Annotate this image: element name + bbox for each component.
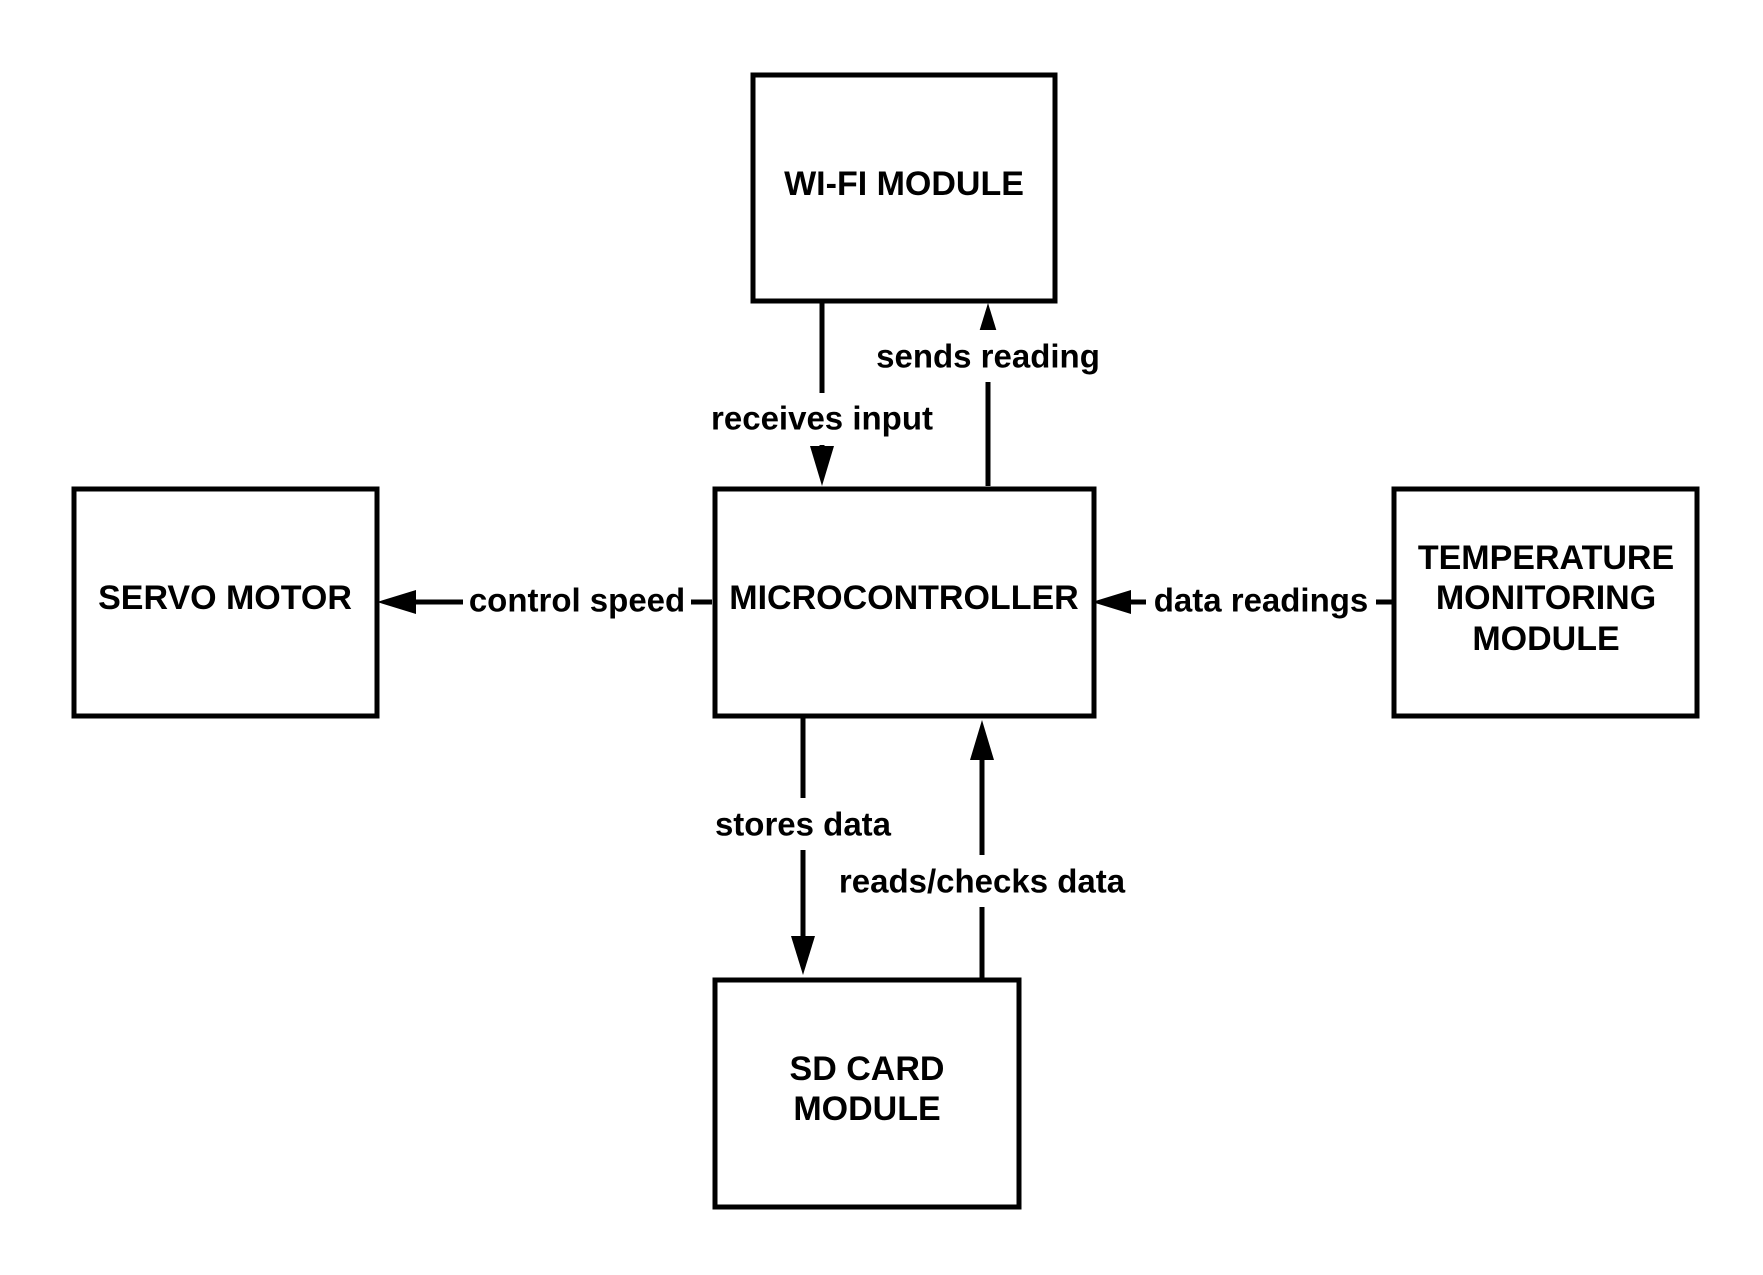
node-sd-card-module: SD CARD MODULE	[712, 977, 1022, 1210]
node-microcontroller: MICROCONTROLLER	[712, 486, 1097, 719]
node-label-line-3: MODULE	[1472, 620, 1619, 658]
node-label-line-2: MONITORING	[1436, 579, 1656, 617]
edge-sends-reading: sends reading	[860, 303, 1116, 486]
node-label: WI-FI MODULE	[784, 165, 1024, 203]
node-label: MICROCONTROLLER	[729, 579, 1078, 617]
node-label-line-2: MODULE	[793, 1090, 940, 1128]
arrowhead-down-icon	[791, 936, 815, 975]
edge-label-receives-input: receives input	[711, 400, 933, 437]
edge-reads-checks-data: reads/checks data	[830, 720, 1134, 978]
edge-label-reads-checks-data: reads/checks data	[839, 863, 1126, 900]
arrowhead-left-icon	[377, 590, 416, 614]
node-label-line-1: TEMPERATURE	[1418, 539, 1674, 577]
node-wifi-module: WI-FI MODULE	[750, 72, 1058, 304]
edge-control-speed: control speed	[377, 576, 712, 628]
edge-stores-data: stores data	[700, 718, 906, 975]
arrowhead-up-icon	[970, 720, 994, 760]
node-label: SERVO MOTOR	[98, 579, 352, 617]
edge-label-sends-reading: sends reading	[876, 338, 1100, 375]
edge-data-readings: data readings	[1092, 576, 1392, 628]
edge-label-stores-data: stores data	[715, 806, 892, 843]
edge-receives-input: receives input	[702, 303, 942, 486]
edge-label-data-readings: data readings	[1154, 582, 1369, 619]
node-temperature-monitoring-module: TEMPERATURE MONITORING MODULE	[1391, 486, 1700, 719]
node-label-line-1: SD CARD	[790, 1050, 945, 1088]
arrowhead-left-icon	[1092, 590, 1131, 614]
node-servo-motor: SERVO MOTOR	[71, 486, 380, 719]
arrowhead-down-icon	[810, 446, 834, 486]
edge-label-control-speed: control speed	[469, 582, 685, 619]
